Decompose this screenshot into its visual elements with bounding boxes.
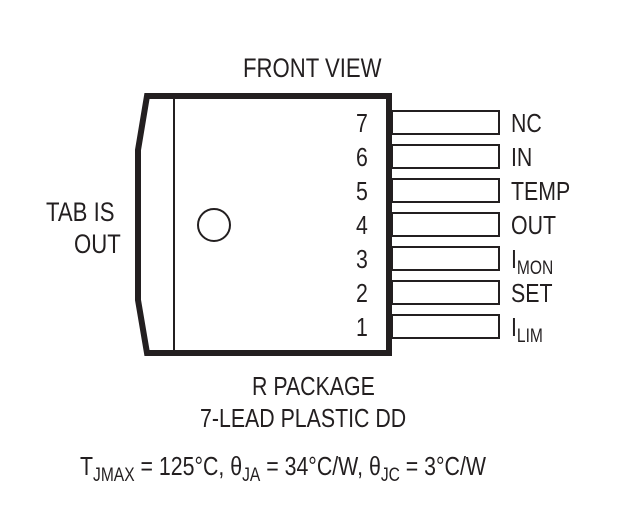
theta-ja-value: = 34°C/W, <box>260 451 369 481</box>
pin-lead-2 <box>391 280 500 305</box>
pin-lead-7 <box>391 110 500 135</box>
package-name: R PACKAGE <box>252 371 375 401</box>
pin-number-5: 5 <box>356 176 368 206</box>
package-body-outline <box>135 93 392 356</box>
tjmax-value: = 125°C, <box>134 451 231 481</box>
pin-lead-5 <box>391 178 500 203</box>
theta-jc-value: = 3°C/W <box>399 451 487 481</box>
pin-lead-6 <box>391 144 500 169</box>
pin-label-imon-main: I <box>511 244 517 274</box>
thermal-specs: TJMAX = 125°C, θJA = 34°C/W, θJC = 3°C/W <box>80 451 486 487</box>
tjmax-symbol: T <box>80 451 94 481</box>
pin-label-imon: IMON <box>511 244 553 280</box>
theta-ja-symbol: θ <box>230 451 243 481</box>
mounting-hole-icon <box>197 208 231 242</box>
pin-label-ilim-main: I <box>511 312 517 342</box>
pin-label-ilim: ILIM <box>511 312 543 348</box>
pin-number-1: 1 <box>356 312 368 342</box>
pin-number-2: 2 <box>356 278 368 308</box>
pin-lead-4 <box>391 212 500 237</box>
pin-number-4: 4 <box>356 210 368 240</box>
theta-jc-symbol: θ <box>368 451 381 481</box>
pin-label-imon-sub: MON <box>516 258 554 279</box>
pin-label-nc: NC <box>511 108 542 138</box>
pin-lead-3 <box>391 246 500 271</box>
theta-jc-sub: JC <box>380 465 400 486</box>
package-description: 7-LEAD PLASTIC DD <box>200 403 407 433</box>
tjmax-sub: JMAX <box>93 465 135 486</box>
pin-label-in: IN <box>511 142 533 172</box>
pin-leads <box>391 110 500 339</box>
pin-lead-1 <box>391 314 500 339</box>
diagram-title: FRONT VIEW <box>243 53 382 83</box>
theta-ja-sub: JA <box>242 465 261 486</box>
tab-label-line2: OUT <box>74 229 121 259</box>
pin-number-3: 3 <box>356 244 368 274</box>
pin-label-ilim-sub: LIM <box>516 326 543 347</box>
pin-label-temp: TEMP <box>511 176 571 206</box>
pin-number-6: 6 <box>356 142 368 172</box>
pin-number-7: 7 <box>356 108 368 138</box>
tab-label-line1: TAB IS <box>46 197 115 227</box>
pin-label-set: SET <box>511 278 553 308</box>
pin-label-out: OUT <box>511 210 557 240</box>
